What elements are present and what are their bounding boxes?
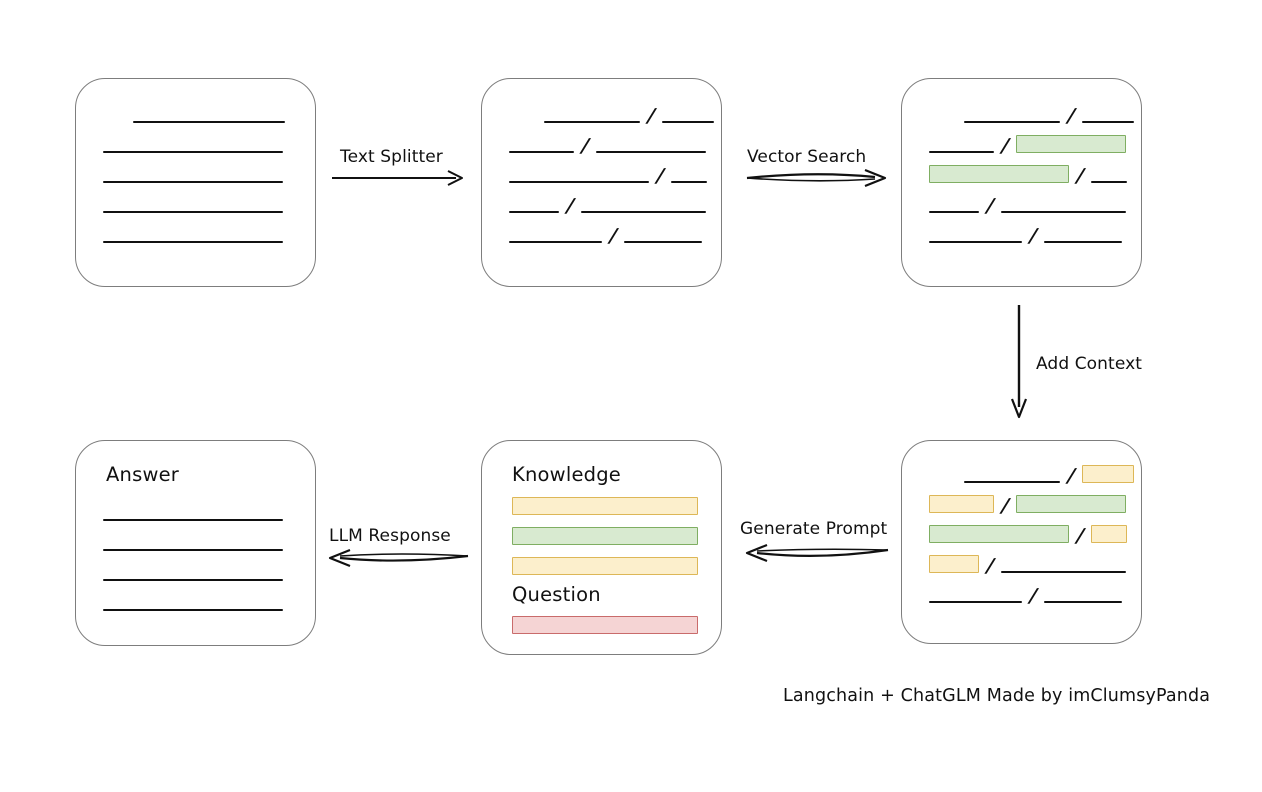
highlighted-chunk <box>929 525 1069 543</box>
text-rule <box>671 181 707 184</box>
edge-generate-prompt-arrow <box>745 543 889 563</box>
text-rule <box>929 241 1022 244</box>
highlighted-chunk <box>1082 465 1134 483</box>
highlighted-chunk <box>929 165 1069 183</box>
text-rule <box>103 181 283 184</box>
text-rule <box>544 121 640 124</box>
edge-vector-search-arrow <box>746 168 887 188</box>
text-rule <box>103 241 283 244</box>
highlighted-chunk <box>929 555 979 573</box>
text-rule <box>1001 571 1126 574</box>
context-chunks-box[interactable]: / / / / / <box>901 440 1142 644</box>
split-chunks-box[interactable]: / / / / / <box>481 78 722 287</box>
question-label: Question <box>512 583 601 606</box>
text-rule <box>103 579 283 582</box>
chunk-separator-slash: / <box>985 195 996 217</box>
text-rule <box>509 181 649 184</box>
edge-text-splitter-label: Text Splitter <box>340 147 443 167</box>
text-rule <box>103 609 283 612</box>
chunk-separator-slash: / <box>1066 465 1077 487</box>
retrieved-chunks-box[interactable]: / / / / / <box>901 78 1142 287</box>
prompt-bar <box>512 557 698 575</box>
text-rule <box>964 481 1060 484</box>
chunk-separator-slash: / <box>580 135 591 157</box>
text-rule <box>596 151 706 154</box>
text-rule <box>133 121 285 124</box>
highlighted-chunk <box>1016 135 1126 153</box>
text-rule <box>103 211 283 214</box>
chunk-separator-slash: / <box>1075 525 1086 547</box>
text-rule <box>624 241 702 244</box>
text-rule <box>103 549 283 552</box>
edge-add-context-arrow <box>1010 305 1028 419</box>
text-rule <box>581 211 706 214</box>
text-rule <box>103 519 283 522</box>
text-rule <box>1044 601 1122 604</box>
source-document-box[interactable] <box>75 78 316 287</box>
chunk-separator-slash: / <box>646 105 657 127</box>
chunk-separator-slash: / <box>985 555 996 577</box>
text-rule <box>1001 211 1126 214</box>
text-rule <box>1044 241 1122 244</box>
answer-box[interactable]: Answer <box>75 440 316 646</box>
edge-text-splitter-arrow <box>332 170 463 186</box>
text-rule <box>509 211 559 214</box>
prompt-bar <box>512 527 698 545</box>
diagram-caption: Langchain + ChatGLM Made by imClumsyPand… <box>783 686 1211 706</box>
text-rule <box>103 151 283 154</box>
chunk-separator-slash: / <box>1000 135 1011 157</box>
chunk-separator-slash: / <box>1028 225 1039 247</box>
highlighted-chunk <box>1016 495 1126 513</box>
text-rule <box>964 121 1060 124</box>
chunk-separator-slash: / <box>1028 585 1039 607</box>
text-rule <box>929 601 1022 604</box>
highlighted-chunk <box>1091 525 1127 543</box>
chunk-separator-slash: / <box>1075 165 1086 187</box>
chunk-separator-slash: / <box>608 225 619 247</box>
chunk-separator-slash: / <box>655 165 666 187</box>
edge-add-context-label: Add Context <box>1036 354 1143 374</box>
text-rule <box>1091 181 1127 184</box>
text-rule <box>1082 121 1134 124</box>
prompt-box[interactable]: Knowledge Question <box>481 440 722 655</box>
text-rule <box>929 211 979 214</box>
text-rule <box>509 241 602 244</box>
edge-vector-search-label: Vector Search <box>747 147 867 167</box>
text-rule <box>662 121 714 124</box>
edge-llm-response-arrow <box>328 548 469 568</box>
knowledge-label: Knowledge <box>512 463 621 486</box>
chunk-separator-slash: / <box>1000 495 1011 517</box>
chunk-separator-slash: / <box>565 195 576 217</box>
chunk-separator-slash: / <box>1066 105 1077 127</box>
prompt-bar <box>512 497 698 515</box>
edge-generate-prompt-label: Generate Prompt <box>740 519 888 539</box>
edge-llm-response-label: LLM Response <box>329 526 451 546</box>
prompt-bar <box>512 616 698 634</box>
highlighted-chunk <box>929 495 994 513</box>
text-rule <box>929 151 994 154</box>
answer-label: Answer <box>106 463 180 486</box>
text-rule <box>509 151 574 154</box>
